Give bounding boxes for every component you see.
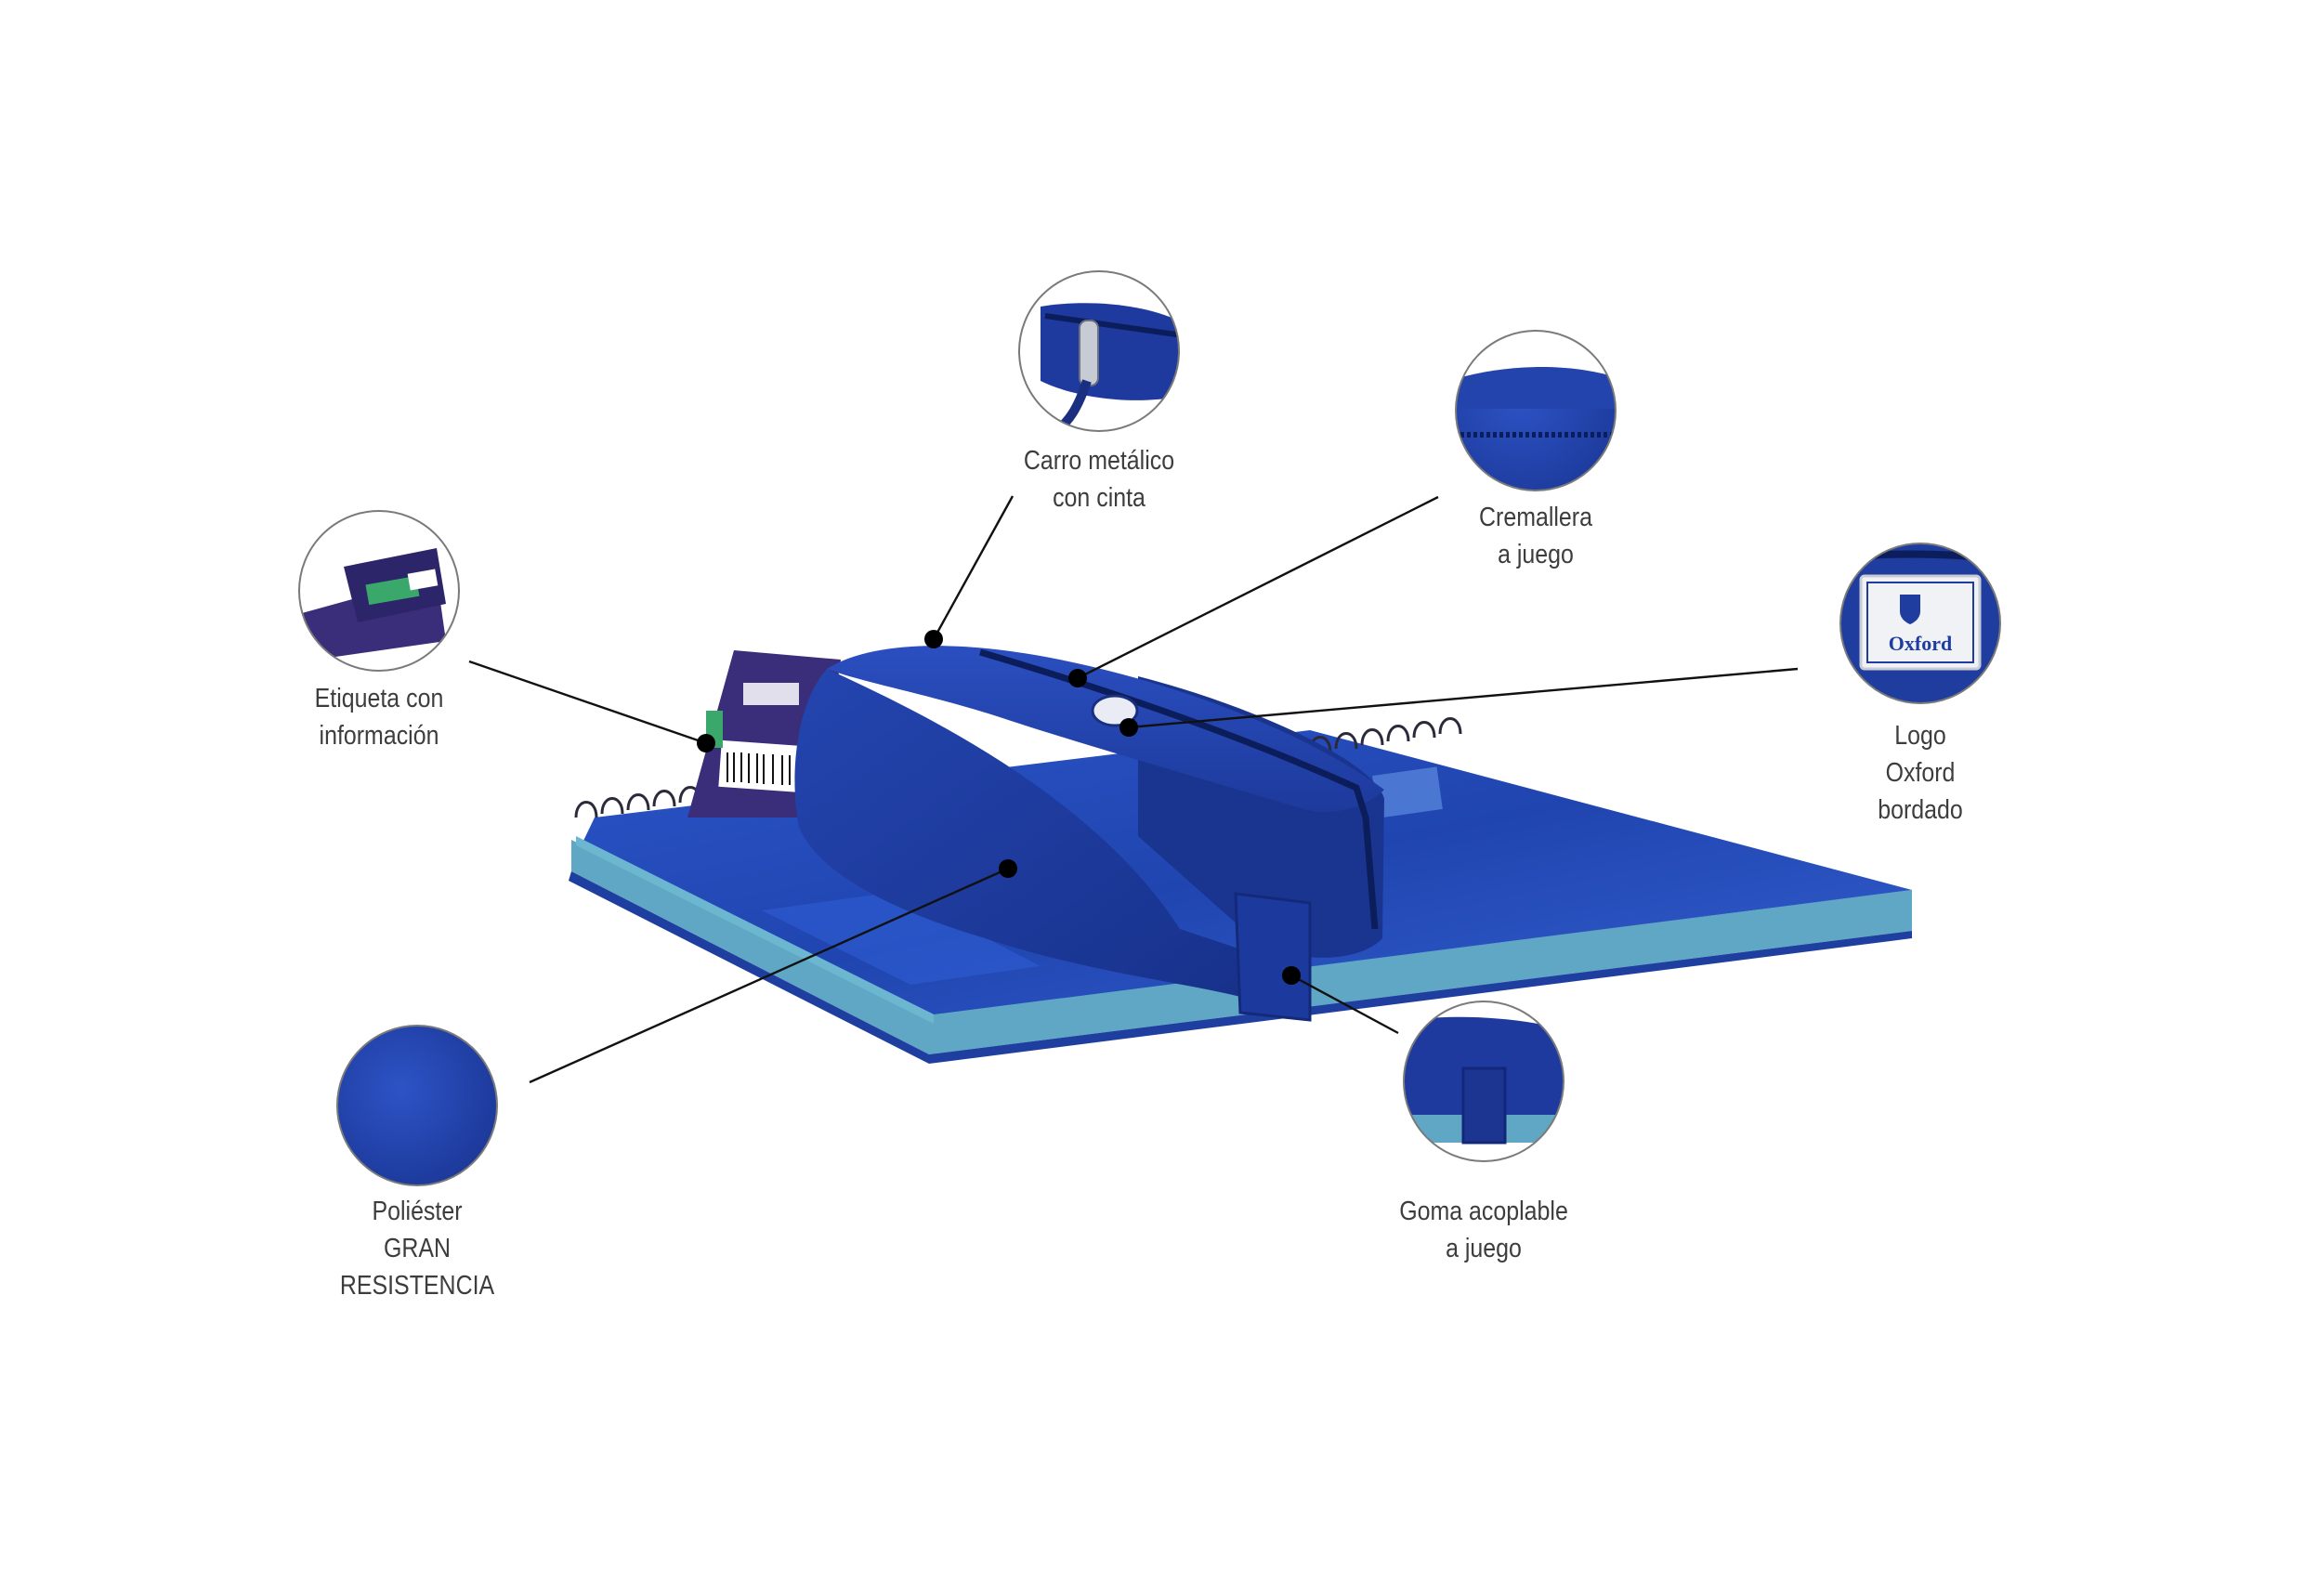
callout-poliester-line2: GRAN [383,1234,452,1263]
pouch-zipper [979,648,1379,930]
callout-logo-line3: bordado [1878,795,1963,825]
leader-line-cremallera [1077,495,1439,680]
leader-line-etiqueta [468,660,707,745]
callout-logo-line1: Logo [1894,721,1946,751]
leader-dot-cremallera [1068,669,1087,687]
leader-dot-logo [1119,718,1138,737]
leader-line-goma [1290,974,1399,1035]
callout-poliester-line1: Poliéster [372,1197,463,1226]
fabric-swatch-icon [337,1026,497,1185]
callout-label-goma: Goma acoplable a juego [1380,1193,1588,1267]
callout-etiqueta-line1: Etiqueta con [314,684,444,713]
detail-circle-cremallera [1455,330,1617,491]
leader-dot-goma [1282,966,1301,985]
callout-label-etiqueta: Etiqueta con información [291,680,466,754]
callout-label-logo: Logo Oxford bordado [1832,717,2008,829]
leader-dot-etiqueta [697,734,715,752]
leader-line-carro [932,495,1015,640]
detail-circle-etiqueta [298,510,460,672]
callout-etiqueta-line2: información [319,721,439,751]
leader-dots [697,630,1301,985]
detail-circle-logo: Oxford [1839,543,2001,704]
pouch-front [794,669,1263,1003]
oxford-logo-text: Oxford [1889,632,1952,655]
leader-lines [468,495,1799,1084]
callout-label-carro: Carro metálico con cinta [1011,442,1186,517]
pouch-elastic-strap [1234,892,1312,1022]
callout-goma-line1: Goma acoplable [1399,1197,1568,1226]
callout-logo-line2: Oxford [1885,758,1956,788]
notebook-back-cover [569,871,929,1064]
callout-label-cremallera: Cremallera a juego [1447,499,1623,573]
elastic-band-icon [1461,1066,1507,1145]
detail-circle-carro [1018,270,1180,432]
leader-line-logo [1128,667,1799,729]
leader-dot-carro [924,630,943,648]
callout-carro-line2: con cinta [1053,483,1145,513]
pouch-top [827,646,1384,812]
detail-circle-goma [1403,1001,1564,1162]
callout-cremallera-line1: Cremallera [1479,503,1592,532]
pouch-logo-badge [1091,694,1139,727]
callout-goma-line2: a juego [1446,1234,1522,1263]
zipper-pull-icon [1079,320,1099,386]
leader-dot-poliester [999,859,1017,878]
callout-carro-line1: Carro metálico [1023,446,1175,476]
callout-label-poliester: Poliéster GRAN RESISTENCIA [329,1193,504,1304]
pencil-pouch [794,646,1384,1022]
callout-cremallera-line2: a juego [1498,540,1574,569]
oxford-logo-icon [1859,574,1982,671]
callout-poliester-line3: RESISTENCIA [339,1271,495,1301]
detail-circle-poliester [336,1025,498,1186]
leader-line-poliester [529,867,1009,1084]
